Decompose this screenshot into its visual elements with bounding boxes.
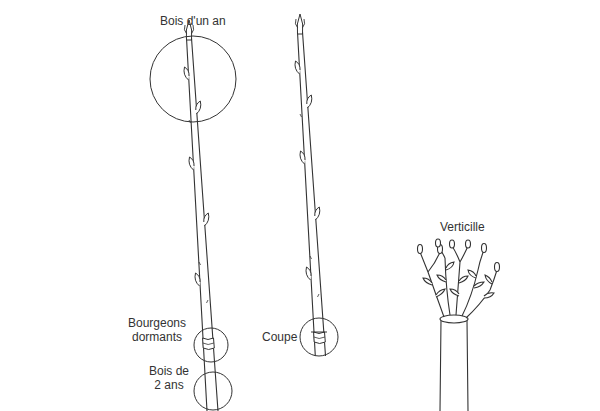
twig-cut (295, 14, 329, 356)
cut-line (311, 332, 327, 333)
whorl-stump (418, 239, 500, 411)
part-label: Bois de 2 ans (145, 364, 193, 392)
twig-left (184, 20, 218, 411)
part-label: Bois d'un an (160, 14, 226, 28)
callout-circles (150, 36, 338, 410)
part-label: Coupe (262, 330, 297, 344)
part-label: Bourgeons dormants (121, 316, 193, 344)
part-label: Verticille (440, 220, 485, 234)
